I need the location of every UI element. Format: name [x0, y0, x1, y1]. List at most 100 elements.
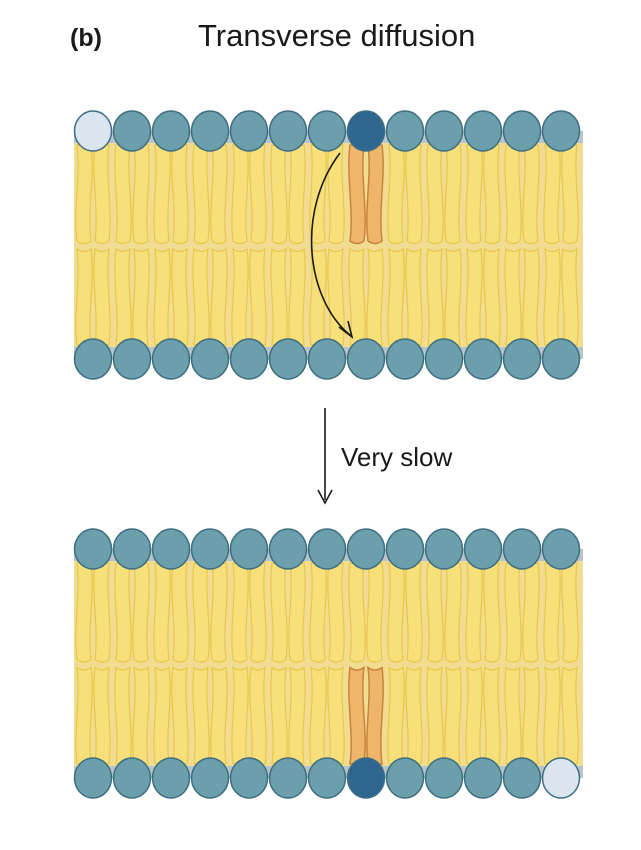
lipid-tail	[114, 562, 132, 663]
lipid-tail	[288, 666, 306, 765]
lipid-head	[346, 528, 386, 570]
lipid-tail	[561, 247, 579, 346]
lipid-tail	[543, 247, 561, 346]
lipid-tail	[249, 247, 267, 346]
lipid-tail	[405, 562, 423, 663]
lipid-tail	[387, 247, 405, 346]
lipid-tail	[210, 144, 228, 245]
lipid-tail	[348, 562, 366, 663]
lipid-tail	[192, 666, 210, 765]
highlighted-lipid-tail	[348, 144, 366, 245]
lipid-tail	[465, 144, 483, 245]
lipid-tail	[192, 247, 210, 346]
lipid-tail	[522, 247, 540, 346]
lipid-head	[385, 757, 425, 799]
lipid-tail	[114, 666, 132, 765]
lipid-tail	[522, 666, 540, 765]
lipid-tail	[426, 562, 444, 663]
lipid-head	[229, 757, 269, 799]
lipid-tail	[387, 562, 405, 663]
lipid-tail	[465, 666, 483, 765]
flip-arrowhead	[338, 320, 354, 340]
lipid-tail	[93, 666, 111, 765]
lipid-head	[463, 528, 503, 570]
lipid-tail	[561, 666, 579, 765]
vacant-lipid-head	[541, 757, 581, 799]
lipid-tail	[483, 666, 501, 765]
lipid-head	[73, 757, 113, 799]
lipid-head	[151, 338, 191, 380]
lipid-tail	[405, 144, 423, 245]
lipid-tail	[405, 666, 423, 765]
lipid-tail	[444, 562, 462, 663]
lipid-head	[424, 338, 464, 380]
lipid-tail	[444, 247, 462, 346]
figure-title: Transverse diffusion	[198, 18, 475, 53]
lipid-head	[307, 338, 347, 380]
lipid-tail	[132, 247, 150, 346]
lipid-tail	[522, 144, 540, 245]
lipid-tail	[288, 144, 306, 245]
lipid-tail	[75, 562, 93, 663]
vacant-lipid-head	[73, 110, 113, 152]
lipid-tail	[75, 666, 93, 765]
lipid-tail	[327, 247, 345, 346]
lipid-tail	[171, 247, 189, 346]
lipid-tail	[327, 144, 345, 245]
lipid-tail	[561, 562, 579, 663]
lipid-head	[112, 338, 152, 380]
process-arrow	[317, 408, 333, 505]
lipid-tail	[270, 562, 288, 663]
lipid-head	[307, 757, 347, 799]
lipid-tail	[543, 144, 561, 245]
lipid-head	[463, 757, 503, 799]
step-label: Very slow	[341, 442, 452, 472]
lipid-tail	[444, 666, 462, 765]
lipid-tail	[114, 144, 132, 245]
lipid-tail	[210, 562, 228, 663]
lipid-tail	[483, 247, 501, 346]
lipid-tail	[270, 247, 288, 346]
lipid-tail	[231, 666, 249, 765]
lipid-tail	[210, 666, 228, 765]
lipid-tail	[171, 666, 189, 765]
lipid-head	[229, 338, 269, 380]
lipid-head	[385, 338, 425, 380]
lipid-head	[268, 528, 308, 570]
lipid-tail	[75, 247, 93, 346]
lipid-tail	[348, 247, 366, 346]
highlighted-lipid-tail	[348, 665, 366, 765]
lipid-tails	[75, 562, 579, 765]
lipid-tail	[543, 562, 561, 663]
lipid-head	[385, 110, 425, 152]
lipid-tail	[132, 562, 150, 663]
lipid-head	[502, 757, 542, 799]
lipid-tail	[153, 247, 171, 346]
lipid-tail	[504, 247, 522, 346]
lipid-head	[346, 338, 386, 380]
lipid-tail	[426, 666, 444, 765]
lipid-head	[190, 528, 230, 570]
lipid-tail	[171, 562, 189, 663]
membrane-after	[73, 528, 583, 799]
lipid-head	[112, 757, 152, 799]
lipid-head	[307, 528, 347, 570]
lipid-tail	[309, 666, 327, 765]
lipid-tail	[366, 247, 384, 346]
lipid-head	[463, 338, 503, 380]
lipid-tail	[132, 666, 150, 765]
lipid-head	[112, 528, 152, 570]
panel-label: (b)	[70, 24, 102, 52]
lipid-head	[424, 528, 464, 570]
lipid-tail	[171, 144, 189, 245]
lipid-tail	[366, 562, 384, 663]
lipid-tail	[288, 562, 306, 663]
highlighted-lipid-tail	[366, 665, 384, 765]
highlighted-lipid-head	[346, 110, 386, 152]
lipid-head	[268, 757, 308, 799]
lipid-tail	[93, 247, 111, 346]
lipid-tail	[465, 247, 483, 346]
lipid-tail	[132, 144, 150, 245]
lipid-head	[385, 528, 425, 570]
